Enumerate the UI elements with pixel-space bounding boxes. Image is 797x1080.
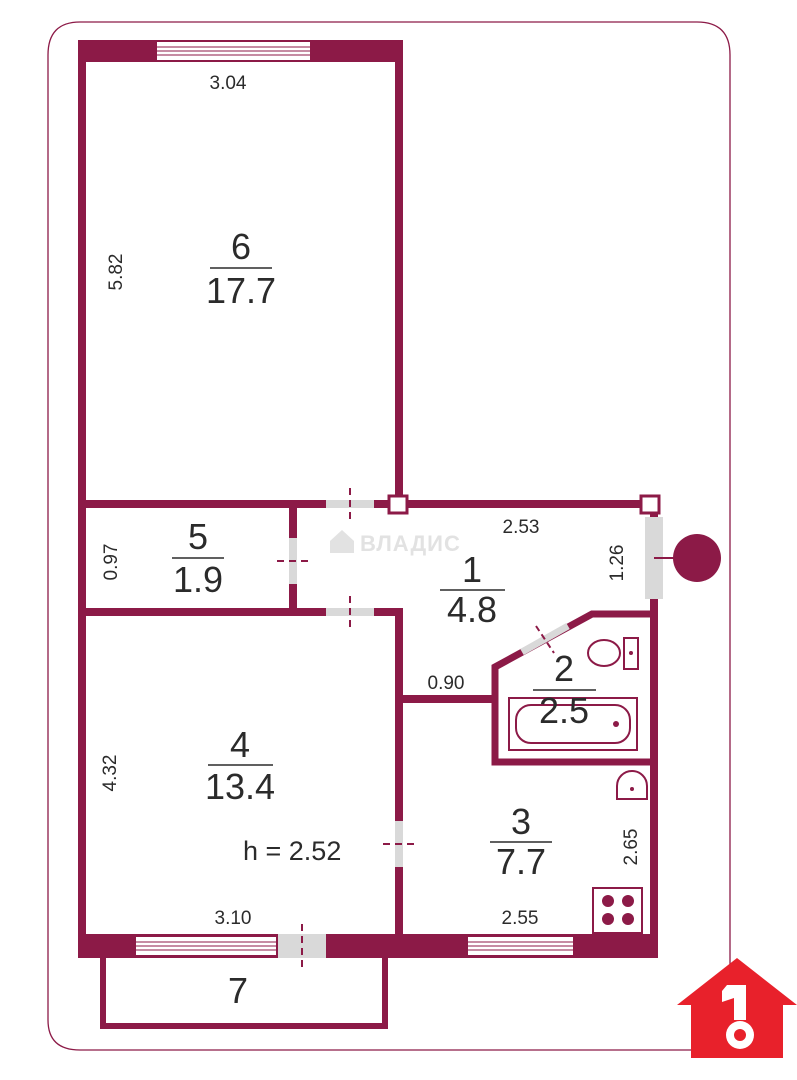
room-6-number: 6 xyxy=(231,226,251,267)
room-4-label: 4 13.4 xyxy=(205,724,275,807)
dim-corridor-door: 1.26 xyxy=(607,545,628,582)
entrance-marker-icon xyxy=(673,534,721,582)
room-2-number: 2 xyxy=(554,648,574,689)
toilet-icon xyxy=(587,637,639,670)
dim-corridor-step: 0.90 xyxy=(428,673,465,694)
sink-icon xyxy=(616,770,648,800)
door-room-5 xyxy=(277,538,309,584)
balcony xyxy=(100,958,388,1029)
dimensions: 3.04 5.82 0.97 2.53 1.26 0.90 4.32 3.10 … xyxy=(100,73,642,929)
window-room-6 xyxy=(157,42,310,60)
room-6-area: 17.7 xyxy=(206,270,276,311)
room-1-label: 1 4.8 xyxy=(440,549,505,630)
dim-corridor-width: 2.53 xyxy=(503,517,540,538)
dim-room6-width: 3.04 xyxy=(210,73,247,94)
door-entrance xyxy=(645,517,721,599)
room-3-label: 3 7.7 xyxy=(490,801,552,882)
watermark: ВЛАДИС xyxy=(330,530,461,556)
dim-room5-width: 0.97 xyxy=(101,544,122,581)
room-1-area: 4.8 xyxy=(447,589,497,630)
watermark-text: ВЛАДИС xyxy=(360,531,461,556)
walls xyxy=(78,40,658,958)
doors xyxy=(277,488,721,968)
room-5-area: 1.9 xyxy=(173,559,223,600)
window-room-4 xyxy=(136,937,276,955)
dim-room4-length: 4.32 xyxy=(100,755,121,792)
room-2-area: 2.5 xyxy=(539,690,589,731)
bathroom-wall xyxy=(491,610,650,766)
room-7-number: 7 xyxy=(228,970,248,1011)
room-1-number: 1 xyxy=(462,549,482,590)
door-balcony xyxy=(278,924,326,968)
room-5-number: 5 xyxy=(188,516,208,557)
column xyxy=(639,494,661,515)
room-4-area: 13.4 xyxy=(205,766,275,807)
room-3-number: 3 xyxy=(511,801,531,842)
dim-room3-length: 2.65 xyxy=(621,829,642,866)
ceiling-height: h = 2.52 xyxy=(243,836,341,866)
stove-icon xyxy=(592,887,643,934)
dim-room6-length: 5.82 xyxy=(106,254,127,291)
room-5-label: 5 1.9 xyxy=(172,516,224,600)
room-6-label: 6 17.7 xyxy=(206,226,276,311)
door-room-4 xyxy=(326,596,374,628)
door-room-6 xyxy=(326,488,374,520)
door-room-3 xyxy=(383,821,415,867)
dim-room3-width: 2.55 xyxy=(502,908,539,929)
logo-key-icon xyxy=(677,958,797,1058)
dim-room4-width: 3.10 xyxy=(215,908,252,929)
room-3-area: 7.7 xyxy=(496,841,546,882)
room-4-number: 4 xyxy=(230,724,250,765)
column xyxy=(387,494,409,515)
window-room-3 xyxy=(468,937,573,955)
watermark-house-icon xyxy=(330,530,354,553)
bathtub-icon xyxy=(508,697,638,751)
windows xyxy=(136,42,573,955)
room-2-label: 2 2.5 xyxy=(533,648,596,731)
door-room-2 xyxy=(520,622,570,656)
